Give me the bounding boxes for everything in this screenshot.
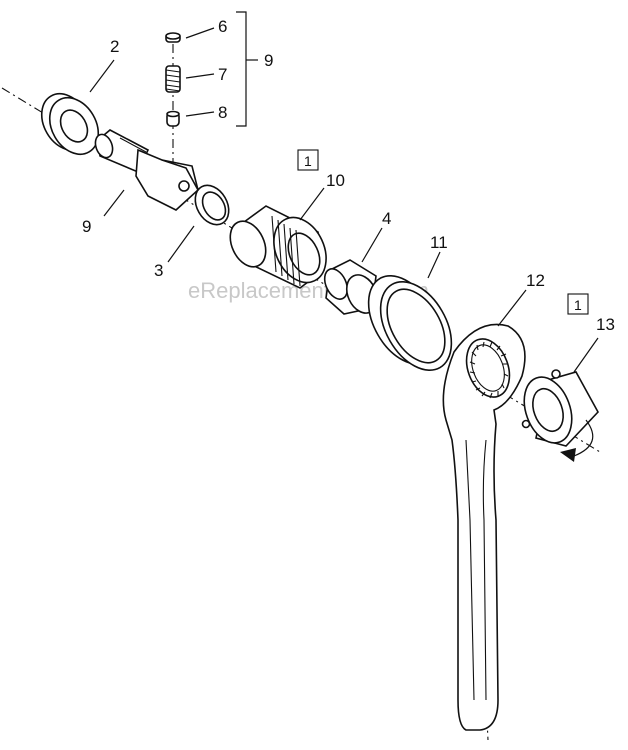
part-6-pin xyxy=(165,32,181,43)
part-7-spring xyxy=(165,65,181,93)
part-10-ratchet-gear xyxy=(229,205,327,289)
part-9-drive-shaft xyxy=(94,129,199,211)
callout-3: 3 xyxy=(154,261,163,280)
callout-9-body: 9 xyxy=(82,217,91,236)
callout-8: 8 xyxy=(218,103,227,122)
part-3-washer xyxy=(194,184,230,226)
callout-11: 11 xyxy=(430,233,448,252)
callout-12: 12 xyxy=(526,271,545,290)
rotation-arrow xyxy=(560,419,594,462)
boxed-note-13: 1 xyxy=(567,293,589,315)
part-13-collar xyxy=(521,369,599,447)
callout-4: 4 xyxy=(382,209,391,228)
part-12-wrench-handle xyxy=(442,323,526,731)
leader-lines xyxy=(89,27,599,373)
callout-2: 2 xyxy=(110,37,119,56)
callout-7: 7 xyxy=(218,65,227,84)
callout-10: 10 xyxy=(326,171,345,190)
group-bracket xyxy=(236,11,247,127)
boxed-note-10-text: 1 xyxy=(304,153,312,169)
part-11-ring xyxy=(367,275,453,371)
part-8-ball xyxy=(166,110,180,127)
boxed-note-10: 1 xyxy=(297,149,319,171)
boxed-note-13-text: 1 xyxy=(574,297,582,313)
part-2-bearing xyxy=(40,92,100,156)
callout-6: 6 xyxy=(218,17,227,36)
callout-13: 13 xyxy=(596,315,615,334)
callout-9-group: 9 xyxy=(264,51,273,70)
